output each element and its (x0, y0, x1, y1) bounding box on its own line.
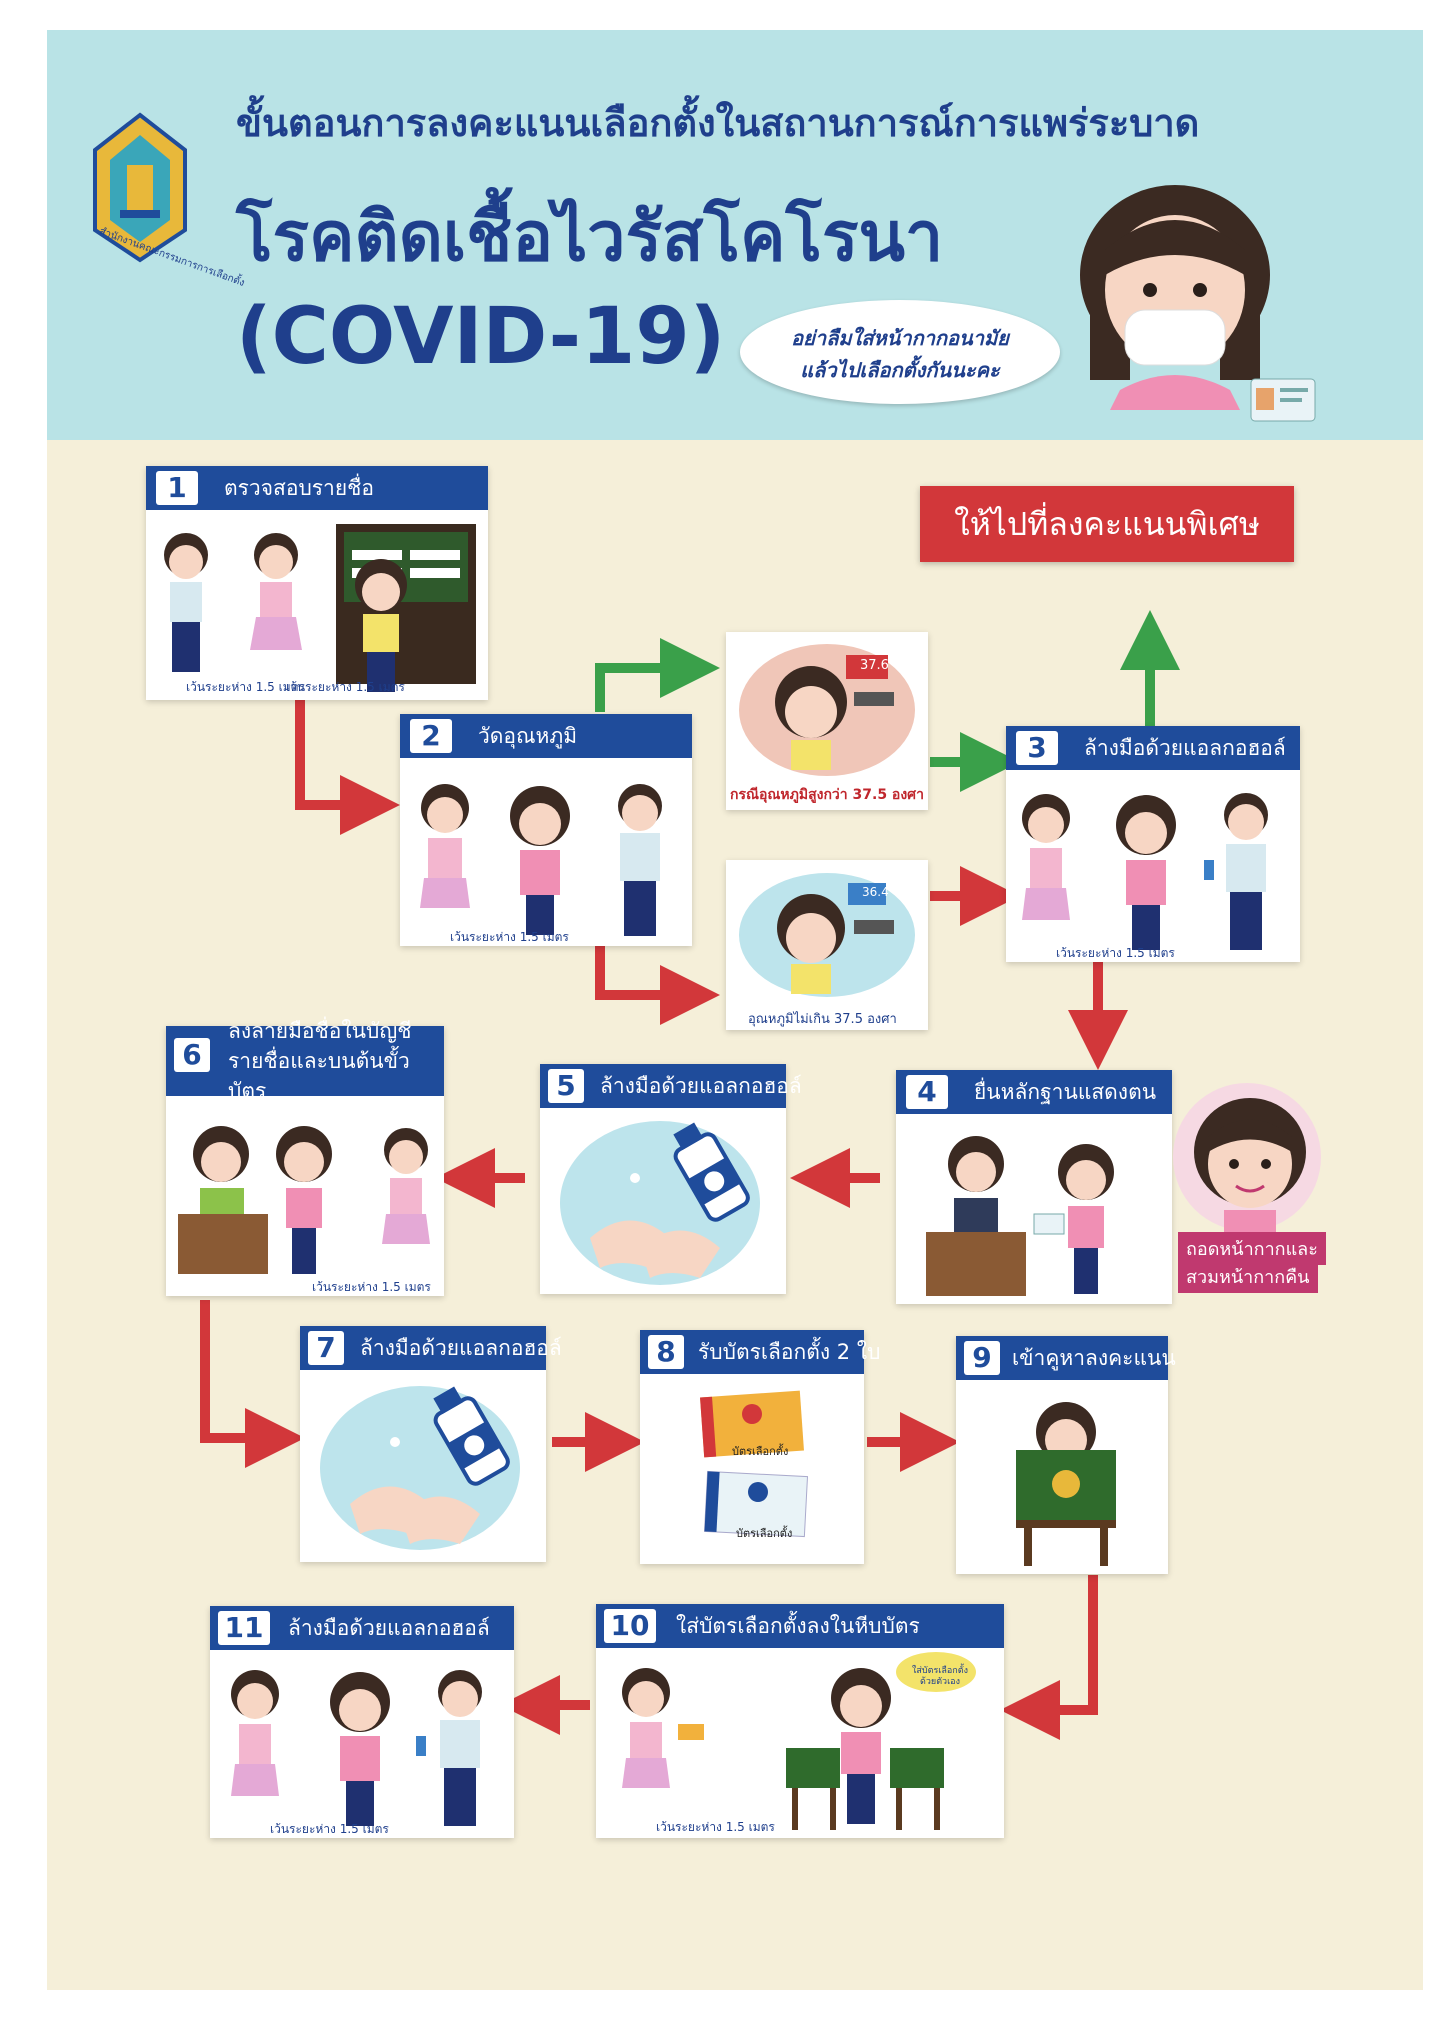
arrow-2-to-high-temp (595, 638, 720, 712)
normal-temperature-card: 36.4 อุณหภูมิไม่เกิน 37.5 องศา (726, 860, 928, 1030)
step-6-number: 6 (174, 1038, 210, 1072)
mascot-girl-icon (1080, 185, 1270, 410)
step-11-label: ล้างมือด้วยแอลกอฮอล์ (288, 1615, 490, 1640)
arrow-1-to-2 (295, 700, 400, 835)
high-temperature-caption: กรณีอุณหภูมิสูงกว่า 37.5 องศา (730, 787, 924, 803)
step-6-header: 6 ลงลายมือชื่อในบัญชีรายชื่อและบนต้นขั้ว… (166, 1019, 444, 1103)
ballot-note-bubble: ใส่บัตรเลือกตั้งด้วยตัวเอง (912, 1666, 968, 1687)
bubble-line-2: แล้วไปเลือกตั้งกันนะคะ (800, 358, 1000, 382)
step-1-card: 1 ตรวจสอบรายชื่อ เว้นระยะห่าง 1.5 เมตร เ… (146, 466, 488, 700)
step-2-number: 2 (410, 719, 452, 753)
step-2-distance-caption: เว้นระยะห่าง 1.5 เมตร (450, 930, 569, 944)
step-1-label: ตรวจสอบรายชื่อ (224, 475, 375, 500)
step-4-number: 4 (906, 1075, 948, 1109)
step-8-label: รับบัตรเลือกตั้ง 2 ใบ (698, 1339, 881, 1364)
temperature-check-people-icon (420, 784, 662, 936)
arrow-6-to-7 (200, 1300, 305, 1468)
mask-removal-girl-icon (1173, 1083, 1321, 1232)
step-5-label: ล้างมือด้วยแอลกอฮอล์ (600, 1073, 802, 1098)
step-11-number: 11 (218, 1611, 270, 1645)
step-1-distance-caption: เว้นระยะห่าง 1.5 เมตร (186, 680, 305, 694)
high-temp-reading: 37.6 (860, 658, 889, 673)
sanitizer-hands-icon (560, 1121, 760, 1285)
mask-off-caption: ถอดหน้ากากและ (1178, 1232, 1326, 1265)
id-card-icon (1250, 378, 1316, 422)
high-temperature-scan-icon (739, 644, 915, 776)
step-3-card: 3 ล้างมือด้วยแอลกอฮอล์ เว้นระยะห่าง 1.5 … (1006, 726, 1300, 962)
step-2-card: 2 วัดอุณหภูมิ เว้นระยะห่าง 1.5 เมตร (400, 714, 692, 946)
bubble-line-1: อย่าลืมใส่หน้ากากอนามัย (791, 326, 1009, 350)
signing-register-icon (178, 1126, 430, 1274)
step-5-number: 5 (548, 1069, 584, 1103)
step-4-label: ยื่นหลักฐานแสดงตน (974, 1079, 1157, 1104)
step-5-card: 5 ล้างมือด้วยแอลกอฮอล์ (540, 1064, 802, 1294)
step-8-header: 8 รับบัตรเลือกตั้ง 2 ใบ (640, 1330, 880, 1374)
voting-booth-icon (1016, 1402, 1116, 1566)
two-ballots-icon (700, 1390, 809, 1538)
arrow-2-to-normal-temp (595, 945, 720, 1025)
title-line-2: โรคติดเชื้อไวรัสโคโรนา (236, 198, 944, 277)
title-line-3: (COVID-19) (236, 292, 726, 382)
step-8-card: 8 รับบัตรเลือกตั้ง 2 ใบ บัตรเลือกตั้ง บั… (640, 1330, 880, 1564)
step-2-label: วัดอุณหภูมิ (478, 723, 578, 748)
step-8-number: 8 (648, 1335, 684, 1369)
step-10-number: 10 (604, 1609, 656, 1643)
step-7-header: 7 ล้างมือด้วยแอลกอฮอล์ (300, 1326, 562, 1370)
hand-sanitizing-people-icon-2 (231, 1670, 482, 1826)
step-11-card: 11 ล้างมือด้วยแอลกอฮอล์ เว้นระยะห่าง 1.5… (210, 1606, 514, 1838)
step-6-label: ลงลายมือชื่อในบัญชีรายชื่อและบนต้นขั้วบั… (228, 1019, 412, 1103)
step-6-card: 6 ลงลายมือชื่อในบัญชีรายชื่อและบนต้นขั้ว… (166, 1019, 444, 1296)
step-1-distance-caption-2: เว้นระยะห่าง 1.5 เมตร (286, 680, 405, 694)
step-4-header: 4 ยื่นหลักฐานแสดงตน (896, 1070, 1172, 1114)
step-10-distance-caption: เว้นระยะห่าง 1.5 เมตร (656, 1820, 775, 1834)
step-9-header: 9 เข้าคูหาลงคะแนน (956, 1336, 1176, 1380)
normal-temp-reading: 36.4 (862, 885, 889, 899)
arrow-9-to-10 (1000, 1575, 1098, 1740)
title-line-1: ขั้นตอนการลงคะแนนเลือกตั้งในสถานการณ์การ… (236, 101, 1200, 145)
reminder-bubble: อย่าลืมใส่หน้ากากอนามัย แล้วไปเลือกตั้งก… (740, 300, 1060, 404)
step-10-label: ใส่บัตรเลือกตั้งลงในหีบบัตร (676, 1613, 920, 1638)
queue-people-icon (164, 524, 476, 692)
step-6-distance-caption: เว้นระยะห่าง 1.5 เมตร (312, 1280, 431, 1294)
ballot-1-label: บัตรเลือกตั้ง (732, 1445, 789, 1458)
special-voting-box: ให้ไปที่ลงคะแนนพิเศษ (920, 486, 1294, 562)
step-3-label: ล้างมือด้วยแอลกอฮอล์ (1084, 735, 1286, 760)
identity-check-icon (926, 1136, 1114, 1296)
step-9-card: 9 เข้าคูหาลงคะแนน (956, 1336, 1176, 1574)
step-9-label: เข้าคูหาลงคะแนน (1012, 1345, 1176, 1370)
step-4-card: 4 ยื่นหลักฐานแสดงตน (896, 1070, 1172, 1304)
normal-temperature-scan-icon (739, 873, 915, 997)
step-11-header: 11 ล้างมือด้วยแอลกอฮอล์ (210, 1606, 514, 1650)
step-3-distance-caption: เว้นระยะห่าง 1.5 เมตร (1056, 946, 1175, 960)
high-temperature-card: 37.6 กรณีอุณหภูมิสูงกว่า 37.5 องศา (726, 632, 928, 810)
step-2-header: 2 วัดอุณหภูมิ (400, 714, 692, 758)
step-7-number: 7 (308, 1331, 344, 1365)
step-5-header: 5 ล้างมือด้วยแอลกอฮอล์ (540, 1064, 802, 1108)
step-9-number: 9 (964, 1341, 1000, 1375)
step-10-header: 10 ใส่บัตรเลือกตั้งลงในหีบบัตร (596, 1604, 1004, 1648)
step-11-distance-caption: เว้นระยะห่าง 1.5 เมตร (270, 1822, 389, 1836)
ballot-2-label: บัตรเลือกตั้ง (736, 1527, 793, 1540)
step-3-header: 3 ล้างมือด้วยแอลกอฮอล์ (1006, 726, 1300, 770)
step-10-card: 10 ใส่บัตรเลือกตั้งลงในหีบบัตร ใส่บัตรเล… (596, 1604, 1004, 1838)
election-commission-logo-icon (93, 112, 187, 263)
step-1-number: 1 (156, 471, 198, 505)
step-1-header: 1 ตรวจสอบรายชื่อ (146, 466, 488, 510)
ballot-box-icon (622, 1652, 976, 1830)
hand-sanitizing-people-icon (1022, 793, 1268, 950)
sanitizer-hands-icon-2 (320, 1386, 520, 1550)
step-7-card: 7 ล้างมือด้วยแอลกอฮอล์ (300, 1326, 562, 1562)
normal-temperature-caption: อุณหภูมิไม่เกิน 37.5 องศา (748, 1012, 897, 1027)
mask-on-caption: สวมหน้ากากคืน (1178, 1260, 1318, 1293)
step-3-number: 3 (1016, 731, 1058, 765)
step-7-label: ล้างมือด้วยแอลกอฮอล์ (360, 1335, 562, 1360)
